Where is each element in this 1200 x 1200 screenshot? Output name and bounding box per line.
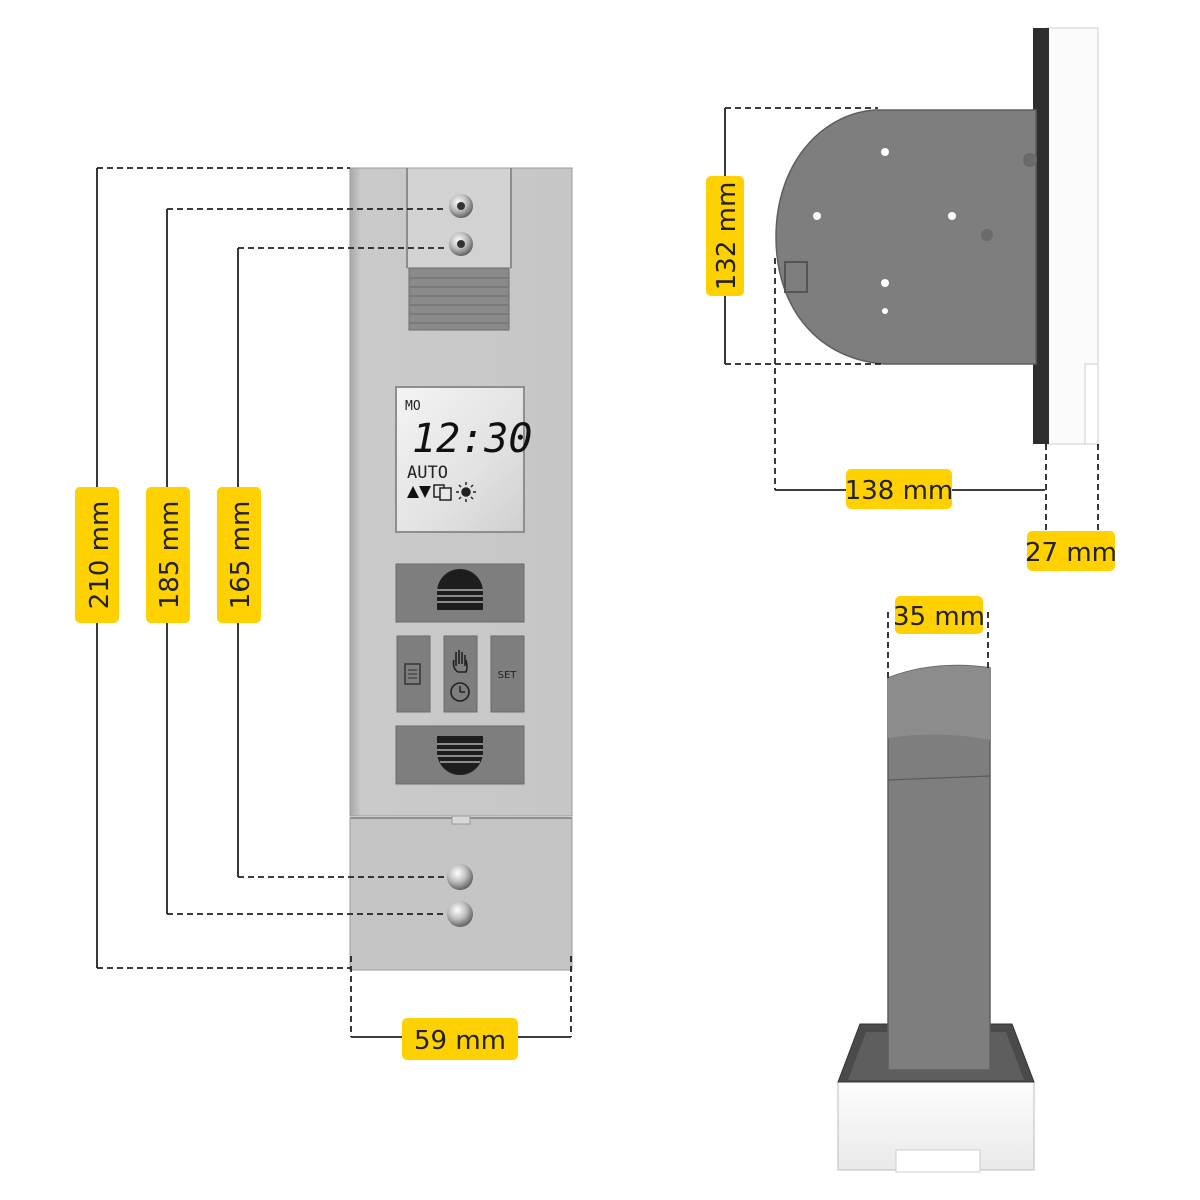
- svg-text:35 mm: 35 mm: [893, 602, 985, 632]
- up-button[interactable]: [395, 563, 525, 623]
- svg-text:27 mm: 27 mm: [1025, 538, 1117, 568]
- screw-icon: [447, 901, 473, 927]
- svg-text:185 mm: 185 mm: [155, 501, 185, 610]
- calendar-icon: [433, 484, 452, 501]
- svg-text:138 mm: 138 mm: [845, 476, 954, 506]
- bottom-cover: [349, 817, 573, 971]
- dimension-label-210: 210 mm: [75, 487, 119, 623]
- top-view: [837, 664, 1035, 1173]
- side-view: [775, 27, 1099, 445]
- down-button[interactable]: [395, 725, 525, 785]
- front-view: MO 12:30 AUTO: [349, 167, 573, 971]
- svg-text:165 mm: 165 mm: [226, 501, 256, 610]
- hand-icon: [452, 650, 468, 673]
- lcd-time: 12:30: [412, 416, 532, 462]
- lcd-day: MO: [405, 399, 421, 414]
- svg-text:59 mm: 59 mm: [414, 1026, 506, 1056]
- sun-icon: [456, 482, 476, 502]
- clock-icon: [450, 682, 470, 702]
- screw-icon: [447, 864, 473, 890]
- dimension-label-35: 35 mm: [893, 596, 985, 634]
- lcd-display: [395, 386, 525, 533]
- manual-auto-button[interactable]: [443, 635, 478, 713]
- dimension-label-59: 59 mm: [402, 1018, 518, 1060]
- menu-button[interactable]: [396, 635, 431, 713]
- svg-text:210 mm: 210 mm: [85, 501, 115, 610]
- up-down-arrows-icon: [407, 486, 431, 498]
- lcd-mode: AUTO: [407, 463, 448, 483]
- dimension-label-165: 165 mm: [217, 487, 261, 623]
- top-dimension-lines: [887, 612, 989, 680]
- dimension-label-138: 138 mm: [845, 469, 954, 509]
- mounting-plate: [775, 109, 1037, 365]
- set-button[interactable]: SET: [490, 635, 525, 713]
- list-icon: [404, 663, 421, 685]
- svg-text:132 mm: 132 mm: [712, 182, 742, 291]
- dimension-label-185: 185 mm: [146, 487, 190, 623]
- dimension-label-27: 27 mm: [1025, 531, 1117, 571]
- set-button-label: SET: [498, 670, 518, 681]
- dimension-label-132: 132 mm: [706, 176, 744, 296]
